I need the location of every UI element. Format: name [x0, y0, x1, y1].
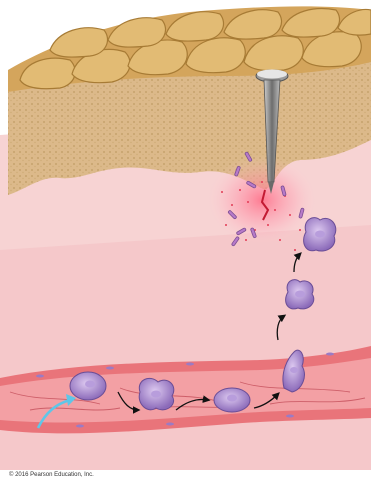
phagocyte-icon: [304, 218, 336, 251]
phagocyte-icon: [286, 280, 314, 309]
copyright-notice: © 2016 Pearson Education, Inc.: [9, 472, 94, 478]
phagocyte-icon: [70, 372, 106, 400]
phagocyte-icon: [139, 378, 174, 409]
phagocyte-icon: [214, 388, 250, 412]
